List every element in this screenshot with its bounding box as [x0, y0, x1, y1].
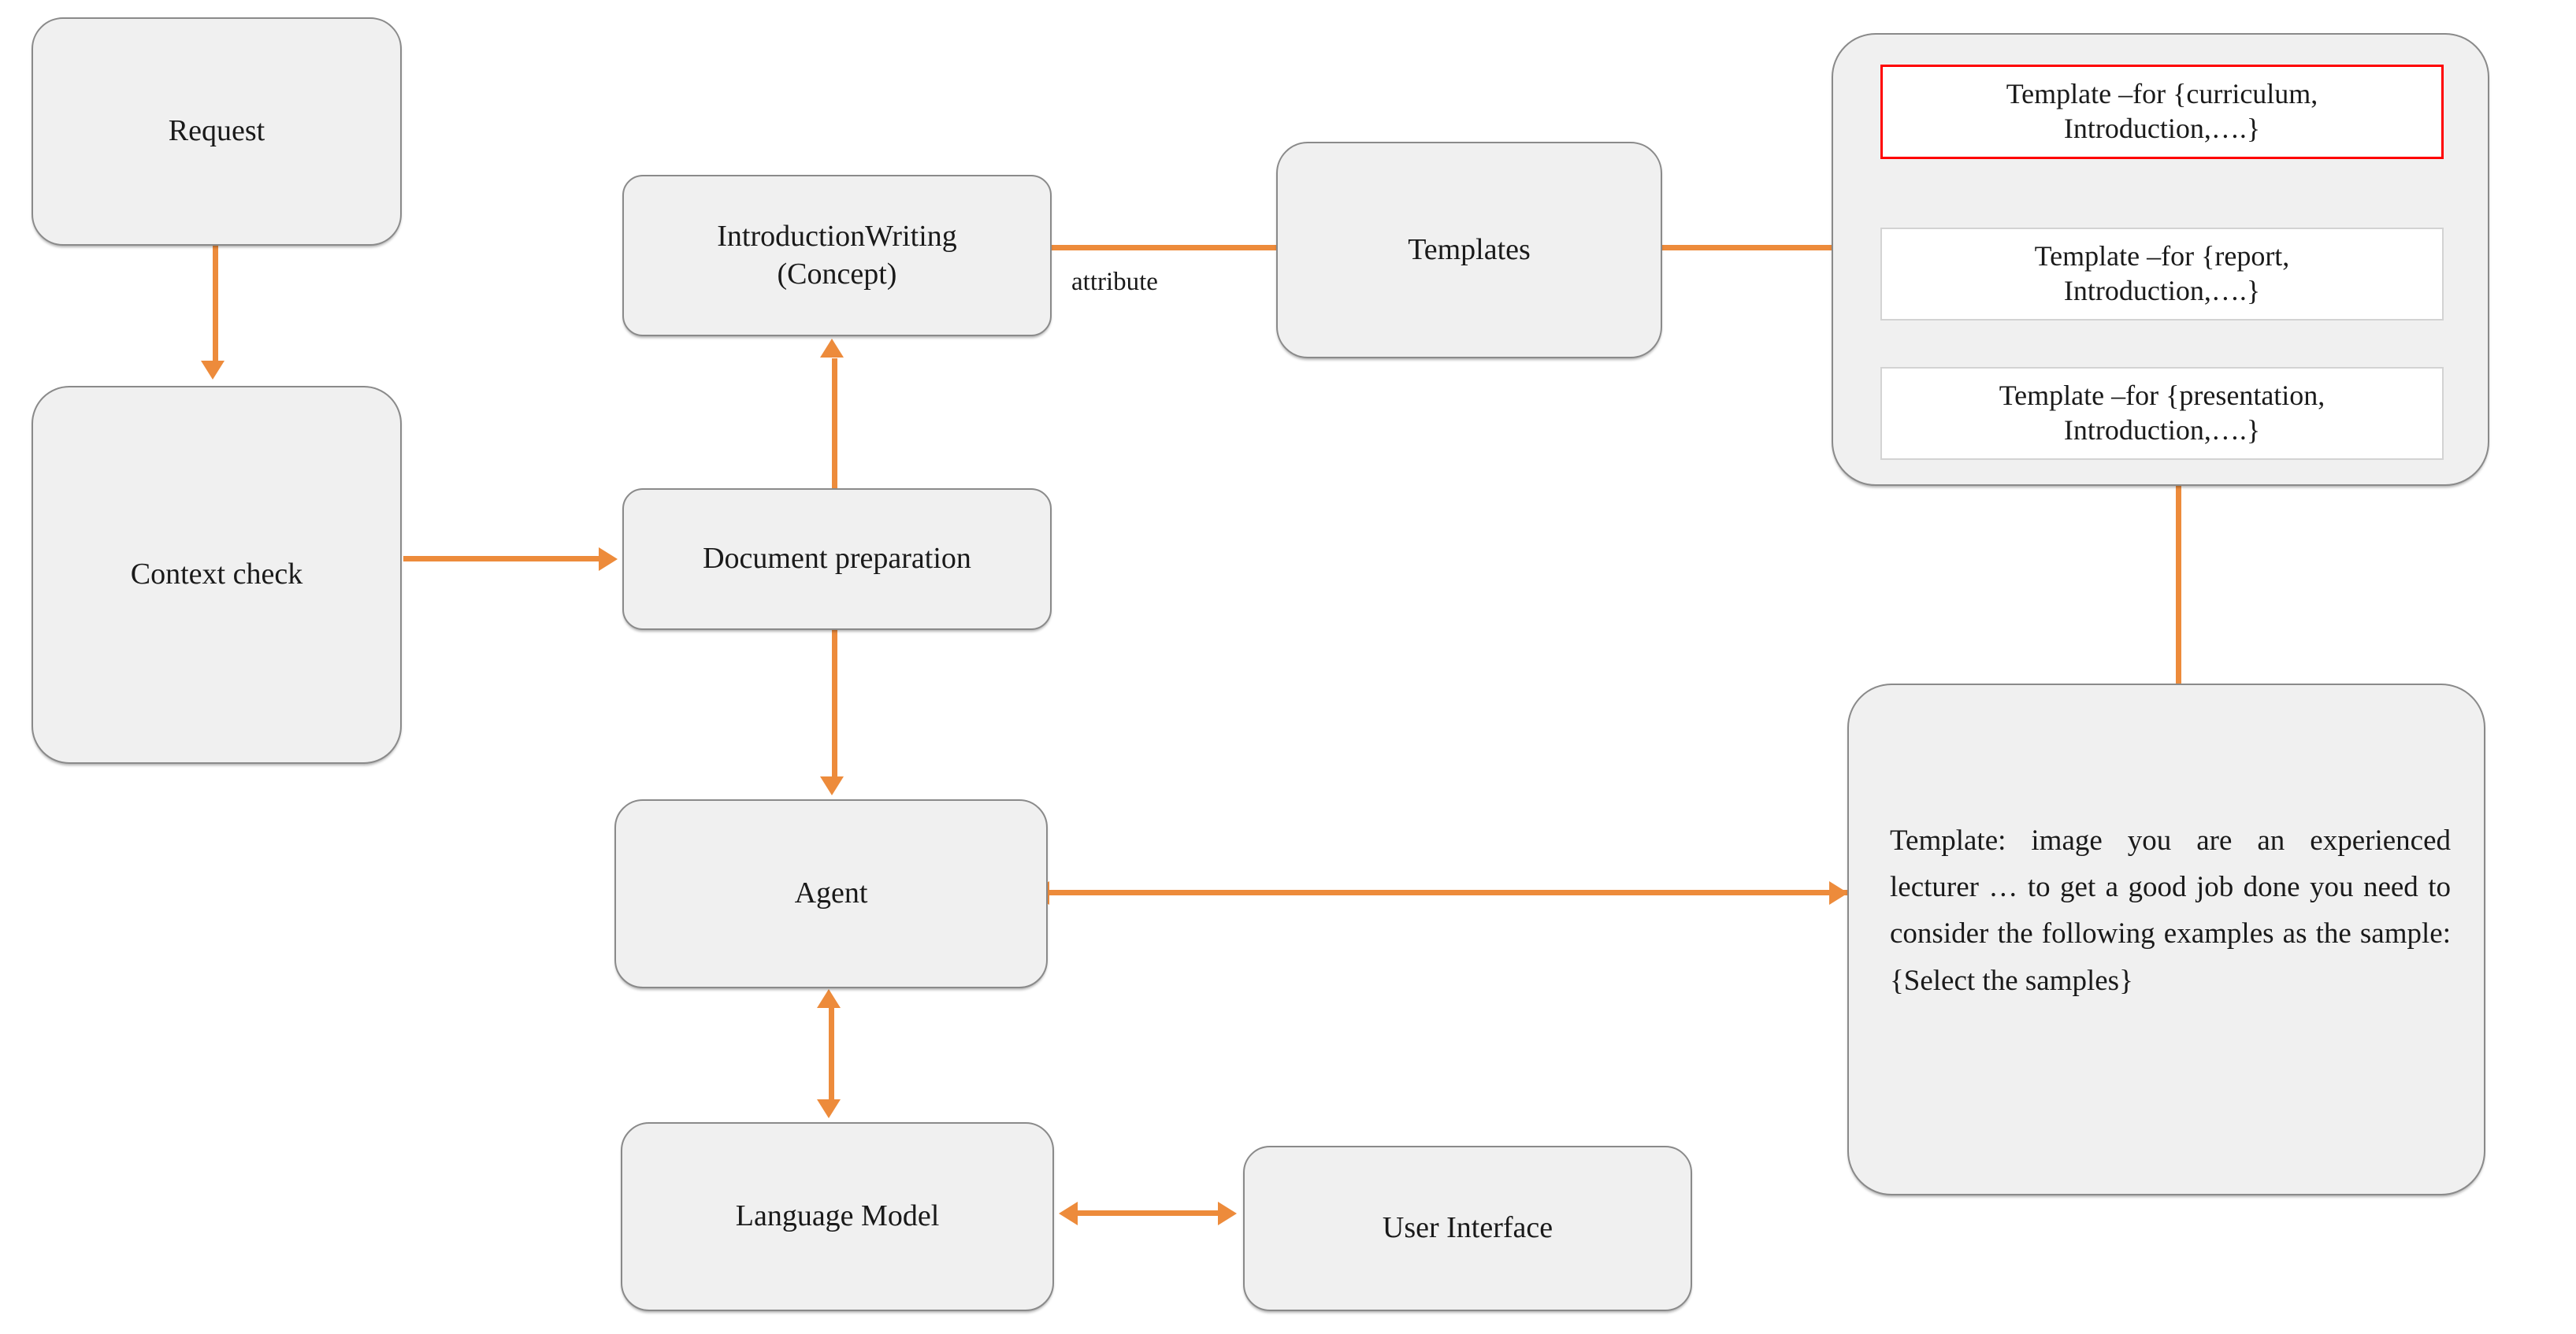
template-list-item-line1: Template –for {curriculum,	[2006, 78, 2318, 110]
node-user-interface[interactable]: User Interface	[1243, 1146, 1692, 1311]
arrowhead-down-agent	[820, 776, 844, 795]
connector-templates-to-template-list	[1659, 245, 1834, 250]
node-agent-label: Agent	[794, 876, 868, 910]
node-user-interface-label: User Interface	[1382, 1211, 1553, 1245]
template-list-item-line1: Template –for {presentation,	[1999, 380, 2325, 412]
node-introduction-writing[interactable]: IntroductionWriting (Concept)	[622, 175, 1052, 336]
template-list-item-line1: Template –for {report,	[2034, 240, 2290, 272]
node-language-model-label: Language Model	[735, 1199, 940, 1233]
node-request[interactable]: Request	[32, 17, 402, 246]
arrowhead-right-user-interface	[1218, 1202, 1237, 1225]
node-introduction-writing-line1: IntroductionWriting	[717, 220, 957, 253]
template-list-item[interactable]: Template –for {presentation, Introductio…	[1880, 367, 2444, 460]
arrowhead-right-prompt	[1829, 881, 1848, 905]
arrowhead-right-document-preparation	[599, 547, 618, 571]
connector-language-model-to-user-interface	[1078, 1210, 1219, 1216]
node-language-model[interactable]: Language Model	[621, 1122, 1054, 1311]
node-templates-label: Templates	[1408, 232, 1531, 266]
connector-introwriting-to-templates	[1051, 245, 1279, 250]
template-list-item-line2: Introduction,….}	[2063, 414, 2261, 446]
prompt-template-text: Template: image you are an experienced l…	[1890, 824, 2451, 997]
connector-docprep-to-introwriting	[832, 358, 837, 491]
node-introduction-writing-label: IntroductionWriting (Concept)	[706, 218, 968, 293]
arrowhead-up-introduction-writing	[820, 339, 844, 358]
node-templates[interactable]: Templates	[1276, 142, 1662, 358]
arrowhead-down-context-check	[201, 361, 225, 380]
template-list-item-text: Template –for {curriculum, Introduction,…	[2006, 77, 2318, 146]
connector-request-to-context	[213, 246, 218, 364]
connector-agent-to-language-model	[829, 1008, 834, 1102]
template-list-item-line2: Introduction,….}	[2063, 275, 2261, 306]
template-list-item-text: Template –for {report, Introduction,….}	[2035, 239, 2290, 309]
node-document-preparation-label: Document preparation	[703, 542, 971, 576]
template-list-item-text: Template –for {presentation, Introductio…	[1999, 379, 2325, 448]
connector-template-list-to-prompt	[2176, 482, 2181, 688]
prompt-template-box: Template: image you are an experienced l…	[1847, 684, 2485, 1195]
node-document-preparation[interactable]: Document preparation	[622, 488, 1052, 630]
template-list-item[interactable]: Template –for {curriculum, Introduction,…	[1880, 65, 2444, 159]
edge-label-attribute: attribute	[1071, 268, 1158, 296]
connector-docprep-to-agent	[832, 628, 837, 780]
node-context-check[interactable]: Context check	[32, 386, 402, 764]
node-context-check-label: Context check	[130, 558, 303, 591]
arrowhead-up-agent	[817, 989, 841, 1008]
node-request-label: Request	[168, 114, 265, 148]
arrowhead-down-language-model	[817, 1099, 841, 1118]
node-introduction-writing-line2: (Concept)	[777, 257, 897, 291]
connector-context-to-docprep	[403, 556, 600, 561]
connector-agent-to-prompt	[1049, 890, 1850, 895]
node-agent[interactable]: Agent	[614, 799, 1048, 988]
template-list-item[interactable]: Template –for {report, Introduction,….}	[1880, 228, 2444, 321]
arrowhead-left-language-model	[1059, 1202, 1078, 1225]
template-list-item-line2: Introduction,….}	[2063, 113, 2261, 144]
template-list-container: Template –for {curriculum, Introduction,…	[1832, 33, 2489, 486]
